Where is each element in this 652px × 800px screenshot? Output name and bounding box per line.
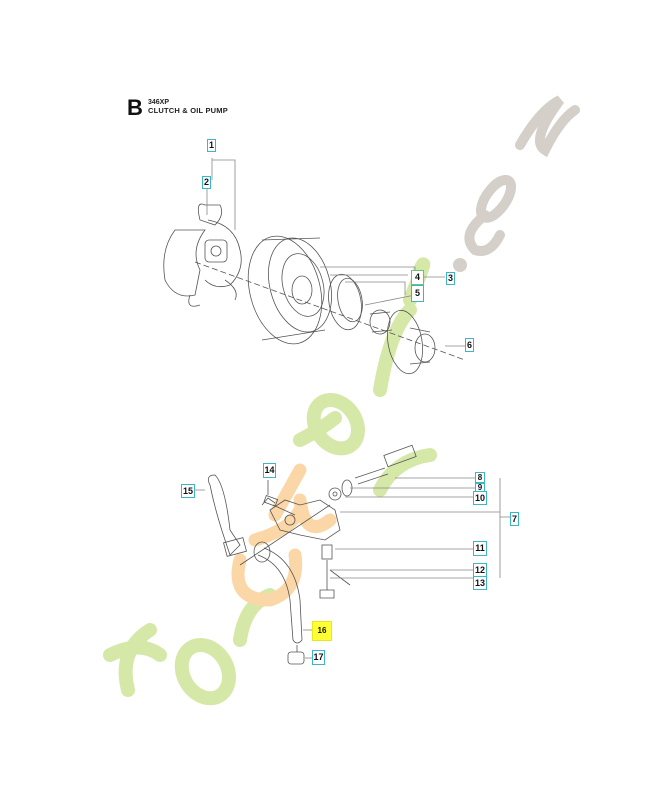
filter-drawing [287, 645, 305, 665]
callout-15[interactable]: 15 [181, 484, 195, 498]
callout-8[interactable]: 8 [475, 472, 485, 483]
watermark-gray-suffix [453, 95, 580, 272]
callout-13[interactable]: 13 [473, 576, 487, 590]
callout-11[interactable]: 11 [473, 541, 487, 556]
drive-shaft-drawing [194, 261, 466, 375]
pump-spring-plunger-drawing [319, 544, 351, 599]
clutch-shoe-drawing [163, 203, 242, 307]
callout-12[interactable]: 12 [473, 563, 487, 577]
callout-17[interactable]: 17 [312, 650, 325, 665]
watermark-green-letters [103, 257, 437, 706]
section-letter: B [127, 95, 143, 120]
callout-2[interactable]: 2 [202, 176, 211, 189]
leader-lines-top [206, 158, 465, 347]
leader-lines-bottom [195, 477, 510, 659]
lever-drawing [207, 474, 247, 557]
screw-drawing [263, 480, 279, 507]
callout-14[interactable]: 14 [263, 463, 276, 478]
diagram-title: CLUTCH & OIL PUMP [148, 106, 228, 115]
callout-3[interactable]: 3 [446, 272, 455, 285]
callout-10[interactable]: 10 [473, 491, 487, 505]
callout-5[interactable]: 5 [411, 285, 424, 302]
pump-body-drawing [239, 497, 341, 566]
callout-1[interactable]: 1 [207, 139, 216, 152]
oil-hose-drawing [253, 541, 303, 644]
clutch-drum-drawing [247, 235, 332, 345]
sprocket-rim-drawing [328, 273, 363, 331]
callout-7[interactable]: 7 [510, 512, 519, 526]
model-number: 346XP [148, 99, 170, 106]
callout-16[interactable]: 16 [312, 621, 332, 641]
callout-6[interactable]: 6 [465, 338, 474, 352]
callout-4[interactable]: 4 [411, 270, 424, 285]
adjust-screw-drawing [328, 444, 417, 501]
needle-bearing-drawing [369, 309, 393, 335]
